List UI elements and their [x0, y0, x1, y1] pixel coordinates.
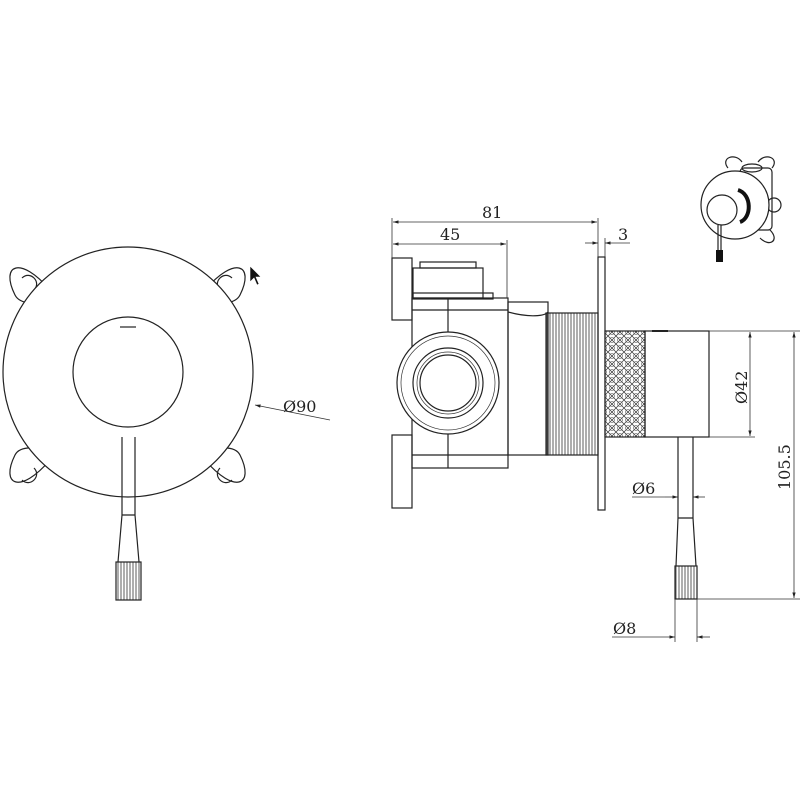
wall-plate	[597, 256, 606, 511]
front-diameter-label: Ø90	[283, 397, 316, 416]
lever-diameter-label: Ø6	[632, 479, 655, 498]
overall-depth-label: 81	[482, 203, 502, 222]
lever-tip-diameter-label: Ø8	[613, 619, 636, 638]
side-view: 81 45 3 Ø42 105.5 Ø6 Ø8	[391, 203, 800, 642]
product-3d-preview-icon	[700, 156, 782, 262]
front-lever	[115, 437, 142, 601]
side-lever	[674, 437, 698, 600]
handle-body	[644, 330, 710, 438]
front-view: Ø90	[2, 246, 331, 601]
overall-height-label: 105.5	[775, 444, 794, 490]
handle-face	[72, 316, 184, 428]
arrow-cursor-icon	[249, 265, 262, 286]
cover-plate	[2, 246, 254, 498]
plate-thickness-label: 3	[618, 225, 628, 244]
body-depth-label: 45	[440, 225, 460, 244]
knurled-collar	[604, 330, 646, 438]
handle-diameter-label: Ø42	[732, 371, 751, 404]
